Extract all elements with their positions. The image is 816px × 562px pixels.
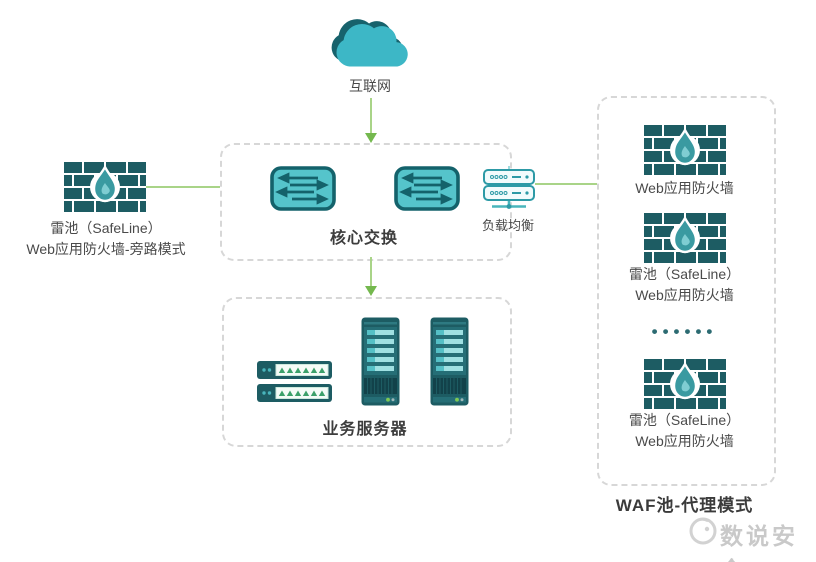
switch-icon <box>394 166 460 211</box>
load-balancer-label: 负载均衡 <box>481 218 534 233</box>
bypass-waf-label-line1: 雷池（SafeLine） <box>50 220 162 236</box>
ellipsis-dots: •••••• <box>651 322 718 341</box>
link-lb-to-wafpool <box>535 183 597 185</box>
waf-pool-caption: WAF池-代理模式 <box>615 496 754 515</box>
server-tower-icon <box>361 317 400 406</box>
waf3-label: 雷池（SafeLine） Web应用防火墙 <box>597 410 772 452</box>
watermark-label: 数说安全 <box>720 523 798 562</box>
firewall-icon <box>644 213 726 263</box>
firewall-icon <box>644 359 726 409</box>
core-switch-label: 核心交换 <box>329 230 398 247</box>
firewall-icon <box>644 125 726 175</box>
waf2-label: 雷池（SafeLine） Web应用防火墙 <box>597 264 772 306</box>
internet-label: 互联网 <box>349 78 391 94</box>
servers-box <box>222 297 512 447</box>
patch-panel-icon <box>257 384 332 402</box>
waf2-label-line2: Web应用防火墙 <box>635 287 734 303</box>
firewall-icon <box>64 162 146 212</box>
link-waf-to-core <box>146 186 220 188</box>
waf2-label-line1: 雷池（SafeLine） <box>628 266 741 282</box>
arrow-down-icon <box>365 133 377 143</box>
servers-label: 业务服务器 <box>322 421 408 438</box>
waf3-label-line1: 雷池（SafeLine） <box>628 412 741 428</box>
patch-panel-icon <box>257 361 332 379</box>
bypass-waf-label-line2: Web应用防火墙-旁路模式 <box>26 241 186 257</box>
waf3-label-line2: Web应用防火墙 <box>635 433 734 449</box>
link-internet-to-core <box>370 98 372 135</box>
core-switch-box <box>220 143 512 261</box>
waf-pool-box <box>597 96 776 486</box>
load-balancer-icon <box>483 166 535 212</box>
arrow-down-icon <box>365 286 377 296</box>
watermark-logo-icon <box>686 513 720 547</box>
link-core-to-servers <box>370 257 372 288</box>
server-tower-icon <box>430 317 469 406</box>
waf1-label: Web应用防火墙 <box>635 180 734 196</box>
switch-icon <box>270 166 336 211</box>
cloud-icon <box>326 14 416 76</box>
bypass-waf-label: 雷池（SafeLine） Web应用防火墙-旁路模式 <box>0 218 212 260</box>
